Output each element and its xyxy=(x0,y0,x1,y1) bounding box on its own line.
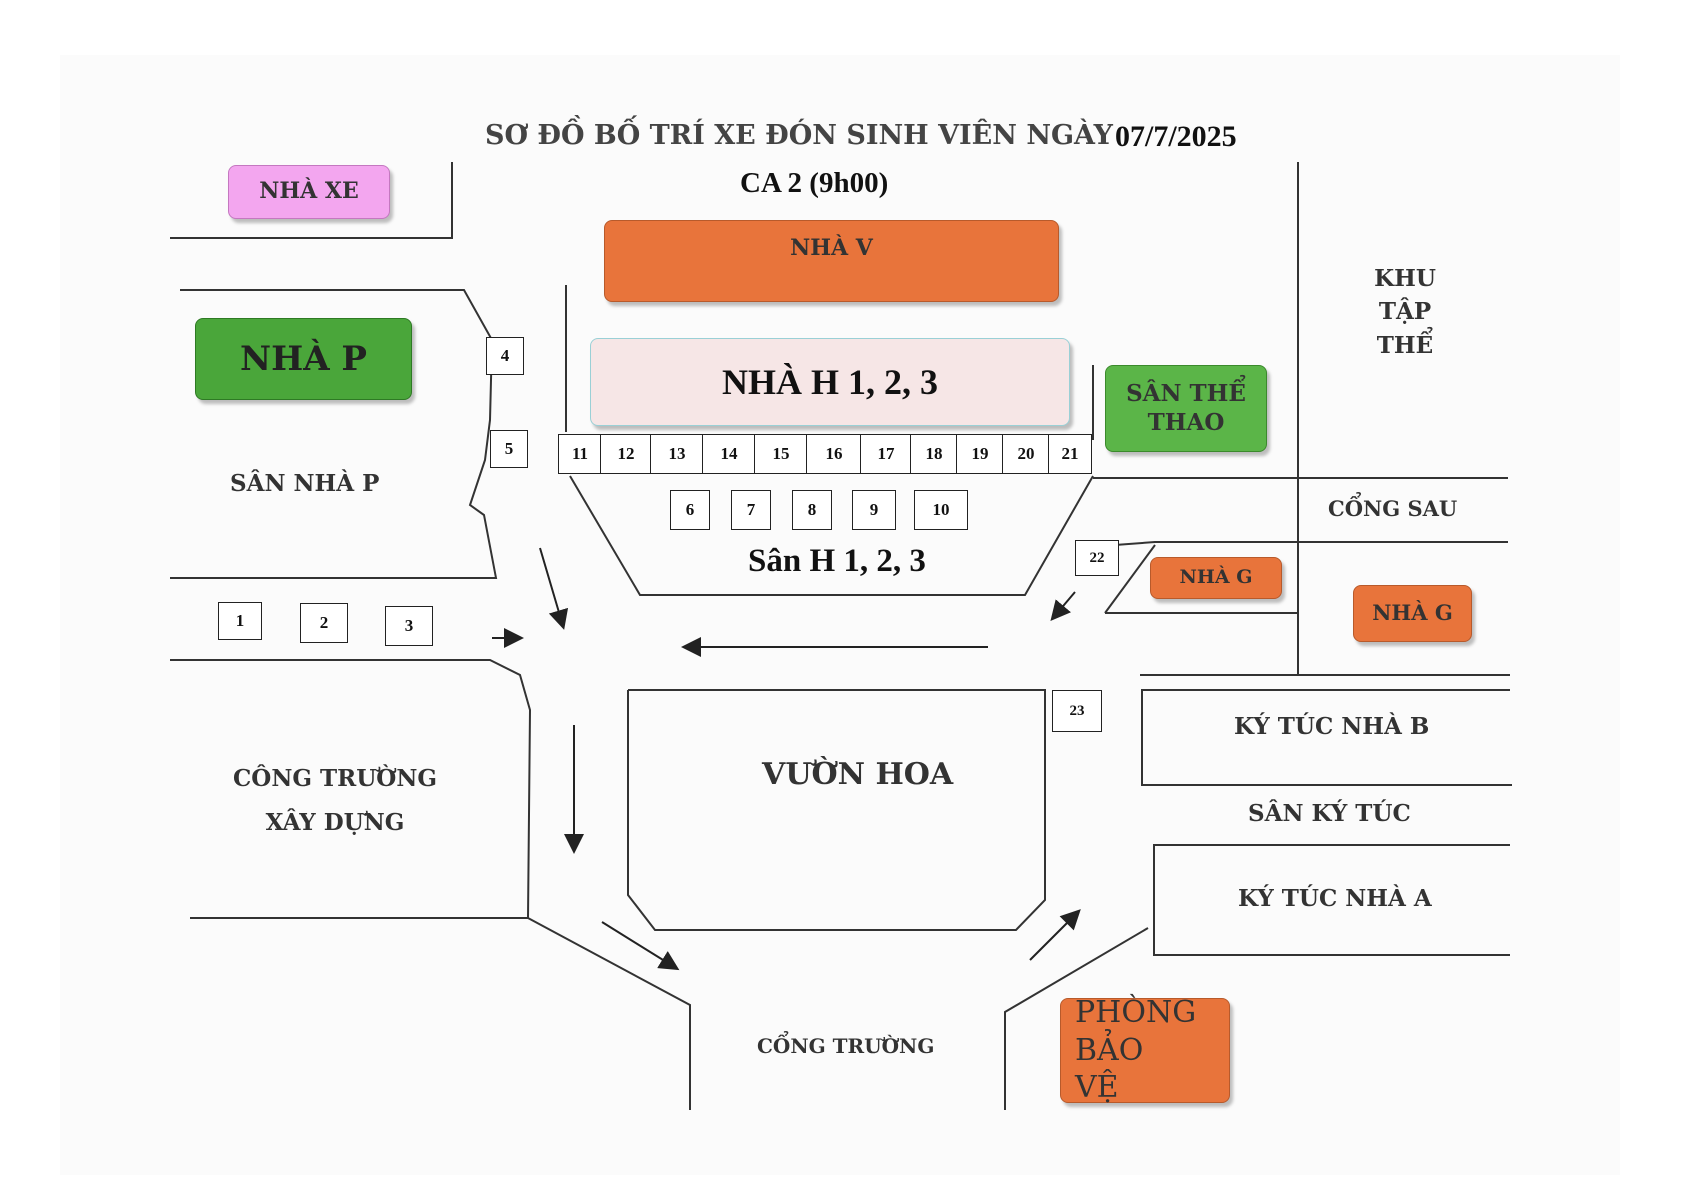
san-the-thao-building: SÂN THỂ THAO xyxy=(1105,365,1267,452)
nha-p-label: NHÀ P xyxy=(240,338,367,379)
san-h-label: Sân H 1, 2, 3 xyxy=(748,543,926,579)
san-the-thao-label: SÂN THỂ THAO xyxy=(1126,379,1246,436)
bus-slot-3: 3 xyxy=(385,606,433,646)
nha-xe-label: NHÀ XE xyxy=(259,178,359,205)
bus-slot-6: 6 xyxy=(670,490,710,530)
ky-tuc-nha-b-label: KÝ TÚC NHÀ B xyxy=(1234,713,1430,740)
nha-g-building-2: NHÀ G xyxy=(1353,585,1472,642)
cong-truong-label: CỔNG TRƯỜNG xyxy=(757,1034,935,1058)
bus-slot-9: 9 xyxy=(852,490,896,530)
map-date: 07/7/2025 xyxy=(1115,120,1237,153)
bus-slot-17: 17 xyxy=(860,434,912,474)
nha-v-building: NHÀ V xyxy=(604,220,1059,302)
bus-slot-15: 15 xyxy=(754,434,808,474)
bus-slot-2: 2 xyxy=(300,603,348,643)
bus-slot-22: 22 xyxy=(1075,540,1119,576)
bus-slot-4: 4 xyxy=(486,337,524,375)
bus-slot-16: 16 xyxy=(806,434,862,474)
map-title: SƠ ĐỒ BỐ TRÍ XE ĐÓN SINH VIÊN NGÀY xyxy=(485,120,1113,151)
nha-p-building: NHÀ P xyxy=(195,318,412,400)
san-nha-p-label: SÂN NHÀ P xyxy=(230,470,380,497)
nha-xe-building: NHÀ XE xyxy=(228,165,390,219)
phong-bao-ve-label: PHÒNG BẢO VỆ xyxy=(1075,995,1197,1106)
nha-g-label-1: NHÀ G xyxy=(1179,566,1253,589)
bus-slot-20: 20 xyxy=(1002,434,1050,474)
vuon-hoa-label: VƯỜN HOA xyxy=(762,757,954,792)
nha-h-building: NHÀ H 1, 2, 3 xyxy=(590,338,1070,426)
nha-g-building-1: NHÀ G xyxy=(1150,557,1282,599)
bus-slot-12: 12 xyxy=(600,434,652,474)
bus-slot-14: 14 xyxy=(702,434,756,474)
bus-slot-8: 8 xyxy=(792,490,832,530)
bus-slot-1: 1 xyxy=(218,602,262,640)
bus-slot-5: 5 xyxy=(490,430,528,468)
nha-h-label: NHÀ H 1, 2, 3 xyxy=(722,361,938,402)
bus-slot-13: 13 xyxy=(650,434,704,474)
bus-slot-21: 21 xyxy=(1048,434,1092,474)
ky-tuc-nha-a-label: KÝ TÚC NHÀ A xyxy=(1238,885,1432,912)
cong-sau-label: CỔNG SAU xyxy=(1328,496,1458,521)
bus-slot-11: 11 xyxy=(558,434,602,474)
bus-slot-23: 23 xyxy=(1052,690,1102,732)
nha-v-label: NHÀ V xyxy=(790,235,873,261)
bus-slot-18: 18 xyxy=(910,434,958,474)
nha-g-label-2: NHÀ G xyxy=(1372,600,1453,626)
san-ky-tuc-label: SÂN KÝ TÚC xyxy=(1248,800,1411,827)
bus-slot-7: 7 xyxy=(731,490,771,530)
khu-tap-the-label: KHU TẬP THỂ xyxy=(1374,265,1436,359)
bus-slot-10: 10 xyxy=(914,490,968,530)
shift-label: CA 2 (9h00) xyxy=(740,167,889,199)
bus-slot-19: 19 xyxy=(956,434,1004,474)
phong-bao-ve-building: PHÒNG BẢO VỆ xyxy=(1060,995,1230,1105)
cong-truong-xay-dung-label: CÔNG TRƯỜNG XÂY DỰNG xyxy=(232,765,437,836)
